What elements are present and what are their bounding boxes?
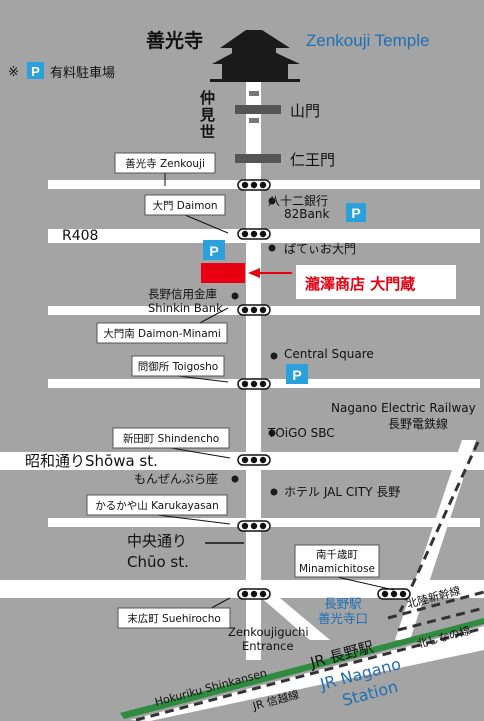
bus-stop-name: 大門南 Daimon-Minami xyxy=(103,327,221,340)
shop-marker[interactable] xyxy=(201,263,245,283)
bus-stop-name: 末広町 Suehirocho xyxy=(127,612,221,625)
entrance-en-label: Zenkoujiguchi xyxy=(228,625,309,639)
svg-text:P: P xyxy=(351,205,360,221)
shop-name[interactable]: 瀧澤商店 大門蔵 xyxy=(305,275,415,293)
bus-stop-marker xyxy=(237,520,271,532)
parking-icon: P xyxy=(286,364,308,384)
bus-stop-name: 善光寺 Zenkouji xyxy=(125,157,205,170)
station-exit-label: 長野駅 xyxy=(324,596,362,611)
bus-stop-marker xyxy=(237,454,271,466)
approach-marker xyxy=(249,118,259,123)
bus-stop-marker xyxy=(377,588,411,600)
legend-text: 有料駐車場 xyxy=(50,66,115,81)
nakamise-label: 世 xyxy=(200,123,215,141)
chuo-street-jp-label: 中央通り xyxy=(127,532,187,550)
bus-stop-label[interactable]: 善光寺 Zenkouji xyxy=(114,152,216,186)
niomon-label: 仁王門 xyxy=(290,151,335,169)
landmark-dots xyxy=(231,197,278,496)
temple-title-en: Zenkouji Temple xyxy=(306,31,429,50)
nagano-electric-en-label: Nagano Electric Railway xyxy=(331,401,476,415)
bus-stop-label[interactable]: 大門南 Daimon-Minami xyxy=(96,307,229,344)
bus-stop-label[interactable]: 南千歳町 Minamichitose xyxy=(294,544,395,591)
sanmon-gate xyxy=(235,105,281,114)
temple-title-jp: 善光寺 xyxy=(146,29,203,52)
bus-stop-label[interactable]: 問御所 Toigosho xyxy=(131,355,229,383)
nagano-electric-jp-label: 長野電鉄線 xyxy=(388,416,448,431)
bus-stop-label[interactable]: 新田町 Shindencho xyxy=(112,427,231,459)
bus-stop-marker xyxy=(237,304,271,316)
station-exit-label: 善光寺口 xyxy=(318,611,368,626)
r408-label: R408 xyxy=(62,228,98,244)
shinkin-jp-label: 長野信用金庫 xyxy=(148,287,217,301)
nakamise-label: 見 xyxy=(199,106,215,124)
approach-marker xyxy=(249,91,259,96)
patio-label: ぱてぃお大門 xyxy=(284,242,356,256)
central-square-label: Central Square xyxy=(284,347,374,361)
bus-stop-marker xyxy=(237,228,271,240)
railway-lines xyxy=(120,441,484,721)
parking-icon: P xyxy=(203,240,225,260)
showa-street-label: 昭和通りShōwa st. xyxy=(25,452,158,470)
svg-text:P: P xyxy=(31,64,40,79)
niomon-gate xyxy=(235,154,281,163)
bus-stop-label[interactable]: 大門 Daimon xyxy=(144,194,229,234)
bus-stop-name: Minamichitose xyxy=(299,563,375,575)
toigo-label: TOiGO SBC xyxy=(267,426,335,440)
bus-stop-marker xyxy=(237,588,271,600)
bus-stop-name: 新田町 Shindencho xyxy=(123,432,219,445)
bus-stop-marker xyxy=(237,179,271,191)
bus-stop-labels: 善光寺 Zenkouji 大門 Daimon 大門南 Daimon-Minami 問御… xyxy=(86,152,395,629)
bus-stop-name: 大門 Daimon xyxy=(152,199,217,212)
bus-stop-markers xyxy=(237,179,411,600)
svg-text:P: P xyxy=(209,243,218,259)
chuo-street-en-label: Chūo st. xyxy=(127,553,189,571)
svg-text:P: P xyxy=(292,367,301,383)
nakamise-label: 仲 xyxy=(200,89,215,107)
shop-callout xyxy=(296,265,456,299)
shop-pointer-arrow xyxy=(248,268,260,278)
parking-icon: P xyxy=(27,62,44,79)
bus-stop-label[interactable]: かるかや山 Karukayasan xyxy=(86,494,231,525)
hotel-label: ホテル JAL CITY 長野 xyxy=(284,485,400,499)
parking-icon: P xyxy=(346,203,366,222)
bus-stop-label[interactable]: 末広町 Suehirocho xyxy=(117,597,231,629)
legend-mark: ※ xyxy=(8,65,19,80)
bus-stop-name: 南千歳町 xyxy=(316,548,358,561)
sanmon-label: 山門 xyxy=(290,102,320,120)
bus-stop-name: 問御所 Toigosho xyxy=(138,360,218,373)
entrance-en-label: Entrance xyxy=(242,639,294,653)
shinkin-en-label: Shinkin Bank xyxy=(148,301,223,315)
bank82-en-label: 82Bank xyxy=(284,207,329,221)
bus-stop-name: かるかや山 Karukayasan xyxy=(95,500,218,512)
bank82-jp-label: 八十二銀行 xyxy=(268,194,328,208)
bus-stop-marker xyxy=(237,378,271,390)
temple-icon xyxy=(210,30,300,82)
monzen-label: もんぜんぷら座 xyxy=(134,471,218,486)
